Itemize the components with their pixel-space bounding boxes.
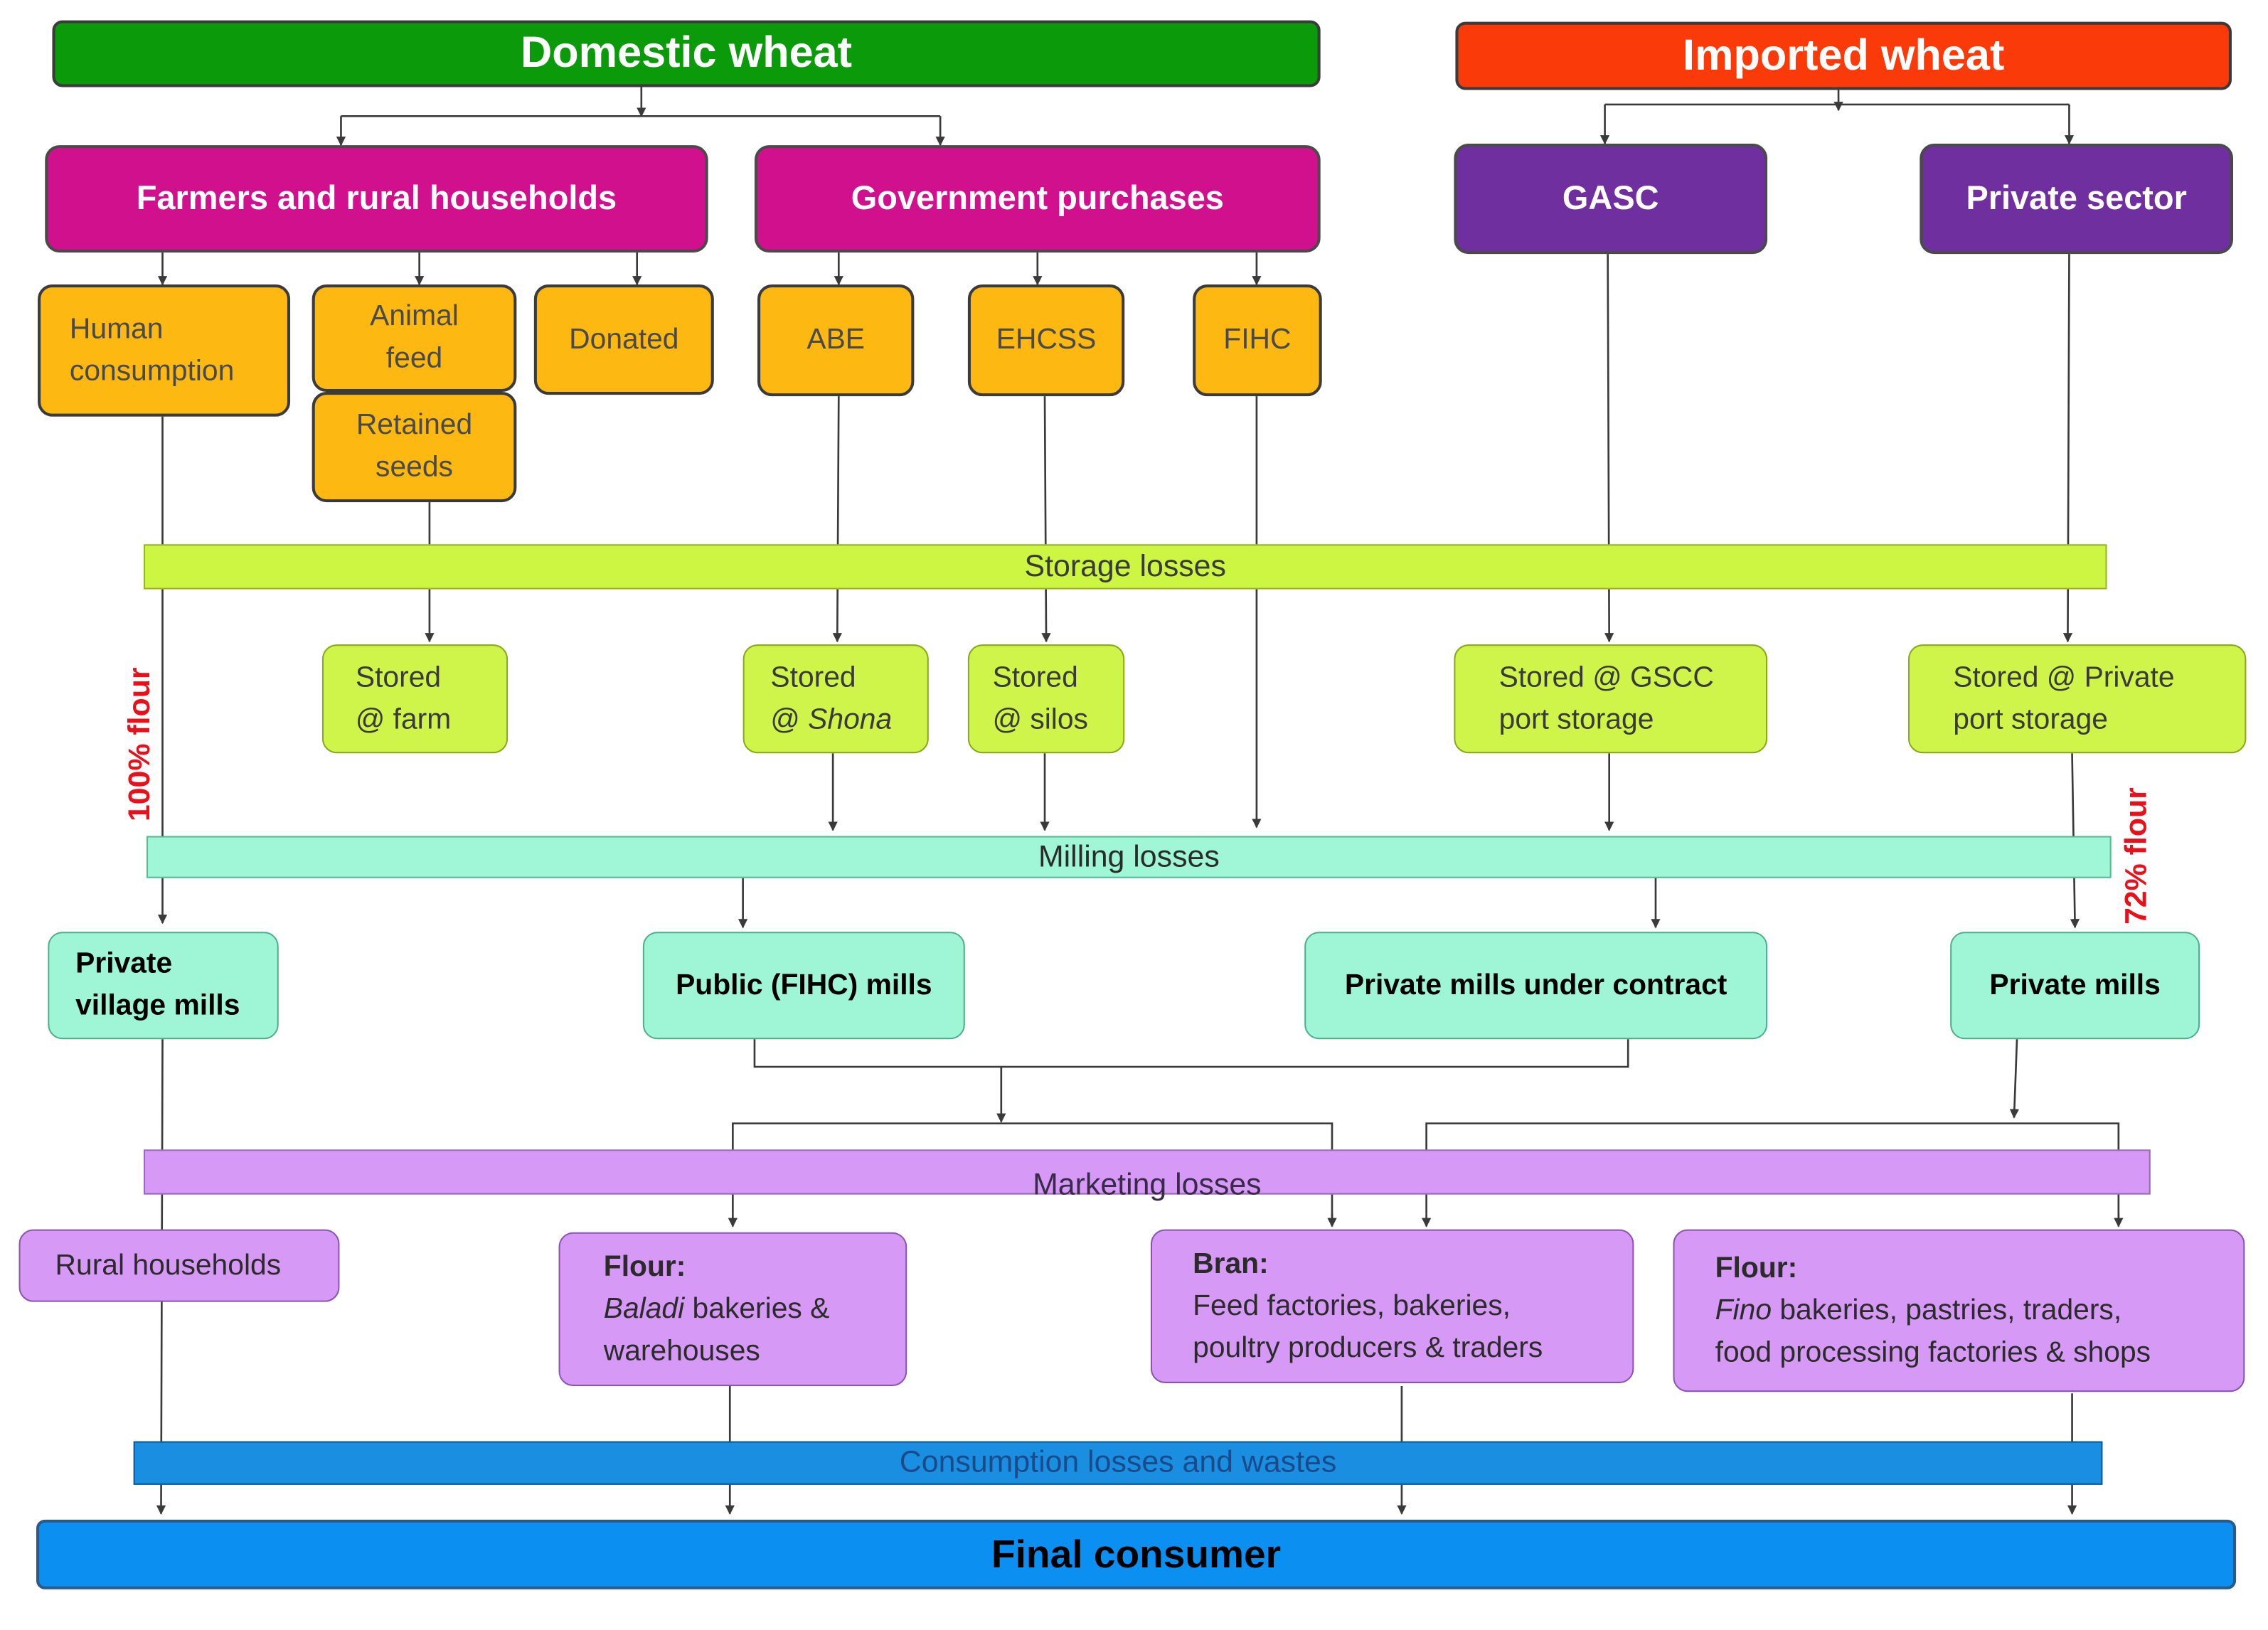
stored-shona-box: Stored @ Shona — [742, 644, 929, 754]
donated-box: Donated — [533, 284, 714, 395]
contract-mills-label: Private mills under contract — [1344, 969, 1727, 1001]
fino-line1: Fino bakeries, pastries, traders, — [1715, 1289, 2244, 1331]
stored-shona-line2: @ Shona — [770, 699, 927, 741]
fino-rest: bakeries, pastries, traders, — [1772, 1294, 2122, 1326]
government-label: Government purchases — [851, 179, 1224, 217]
storage-losses-bar: Storage losses — [143, 544, 2107, 590]
fino-name: Fino — [1715, 1294, 1772, 1326]
milling-losses-label: Milling losses — [1038, 839, 1220, 873]
bran-line2: poultry producers & traders — [1193, 1331, 1543, 1364]
private-mills-contract-box: Private mills under contract — [1304, 932, 1768, 1040]
retained-seeds-box: Retained seeds — [312, 392, 517, 503]
stored-farm-box: Stored @ farm — [321, 644, 509, 754]
bran-line1: Feed factories, bakeries, — [1193, 1289, 1511, 1322]
private-sector-label: Private sector — [1966, 179, 2187, 217]
fihc-label: FIHC — [1223, 324, 1292, 356]
stored-silos-line1: Stored — [992, 661, 1078, 693]
flour-baladi-box: Flour: Baladi bakeries & warehouses — [558, 1232, 907, 1387]
stored-gscc-line1: Stored @ GSCC — [1498, 661, 1714, 693]
storage-losses-label: Storage losses — [1024, 549, 1226, 583]
village-mills-line1: Private — [75, 947, 173, 980]
consumption-losses-label: Consumption losses and wastes — [899, 1445, 1337, 1479]
baladi-line2: warehouses — [603, 1334, 760, 1367]
stored-gscc-box: Stored @ GSCC port storage — [1454, 644, 1768, 754]
stored-shona-name: Shona — [808, 703, 893, 735]
public-mills-label: Public (FIHC) mills — [676, 969, 932, 1001]
rural-households-label: Rural households — [55, 1249, 282, 1282]
private-sector-box: Private sector — [1920, 144, 2234, 255]
fihc-box: FIHC — [1193, 284, 1322, 397]
final-consumer-label: Final consumer — [991, 1532, 1282, 1576]
stored-private-port-line1: Stored @ Private — [1953, 661, 2175, 693]
imported-wheat-header: Imported wheat — [1455, 21, 2232, 90]
consumption-losses-bar: Consumption losses and wastes — [133, 1441, 2103, 1485]
retained-seeds-label: Retained seeds — [356, 409, 473, 484]
stored-silos-box: Stored @ silos — [967, 644, 1125, 754]
final-consumer-box: Final consumer — [36, 1519, 2237, 1589]
human-consumption-box: Human consumption — [38, 284, 291, 417]
baladi-title: Flour: — [603, 1250, 686, 1283]
abe-box: ABE — [757, 284, 915, 397]
imported-wheat-label: Imported wheat — [1683, 31, 2005, 80]
animal-feed-label: Animal feed — [370, 300, 459, 375]
private-mills-label: Private mills — [1989, 969, 2161, 1001]
gasc-label: GASC — [1562, 179, 1659, 217]
baladi-name: Baladi — [603, 1292, 685, 1325]
fino-title: Flour: — [1715, 1252, 1798, 1284]
stored-silos-line2: @ silos — [992, 703, 1088, 735]
stored-farm-line2: @ farm — [355, 703, 452, 735]
domestic-wheat-header: Domestic wheat — [52, 20, 1321, 87]
domestic-wheat-label: Domestic wheat — [521, 29, 853, 78]
private-village-mills-box: Private village mills — [48, 932, 279, 1040]
marketing-losses-label: Marketing losses — [1033, 1167, 1262, 1201]
stored-shona-at: @ — [770, 703, 809, 735]
flour-fino-box: Flour: Fino bakeries, pastries, traders,… — [1673, 1229, 2245, 1392]
stored-farm-line1: Stored — [355, 661, 442, 693]
fino-line2: food processing factories & shops — [1715, 1336, 2151, 1368]
marketing-losses-bar: Marketing losses — [143, 1149, 2151, 1201]
baladi-rest: bakeries & — [684, 1292, 830, 1325]
human-consumption-label: Human consumption — [69, 312, 235, 387]
stored-private-port-line2: port storage — [1953, 703, 2109, 735]
stored-shona-line1: Stored — [770, 661, 856, 693]
flour-72-label: 72% flour — [2119, 787, 2153, 925]
village-mills-line2: village mills — [75, 989, 240, 1022]
government-purchases-box: Government purchases — [754, 145, 1321, 253]
farmers-label: Farmers and rural households — [136, 179, 617, 217]
donated-label: Donated — [569, 323, 679, 356]
stored-private-port-box: Stored @ Private port storage — [1907, 644, 2247, 754]
abe-label: ABE — [806, 324, 866, 356]
bran-box: Bran: Feed factories, bakeries, poultry … — [1150, 1229, 1634, 1383]
gasc-box: GASC — [1454, 144, 1768, 255]
baladi-line1: Baladi bakeries & — [604, 1288, 905, 1330]
stored-gscc-line2: port storage — [1498, 703, 1654, 735]
ehcss-box: EHCSS — [967, 284, 1125, 397]
animal-feed-box: Animal feed — [312, 284, 517, 393]
farmers-rural-households-box: Farmers and rural households — [45, 145, 708, 253]
ehcss-label: EHCSS — [996, 324, 1097, 356]
public-fihc-mills-box: Public (FIHC) mills — [642, 932, 965, 1040]
rural-households-box: Rural households — [18, 1229, 340, 1302]
milling-losses-bar: Milling losses — [147, 836, 2112, 878]
bran-title: Bran: — [1193, 1247, 1269, 1280]
private-mills-box: Private mills — [1950, 932, 2200, 1040]
flour-100-label: 100% flour — [123, 667, 157, 822]
